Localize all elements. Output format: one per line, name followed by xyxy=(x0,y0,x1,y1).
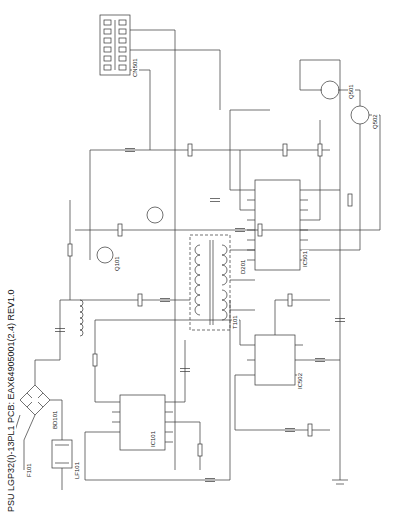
output-wires xyxy=(130,30,220,150)
connector-pin xyxy=(104,56,111,61)
capacitor-symbol xyxy=(125,149,135,152)
coil-winding xyxy=(222,245,227,285)
ic-pins xyxy=(112,402,173,442)
resistor-symbol xyxy=(308,424,312,436)
coil-winding xyxy=(80,300,83,336)
part-reference: F101 xyxy=(26,462,33,478)
capacitor-symbol xyxy=(235,229,245,232)
controller-ic xyxy=(255,180,300,270)
connector-pins xyxy=(104,20,126,70)
sheet-title: PSU LGP32(I)-13PL1 PCB: EAX64905001(2.4)… xyxy=(6,289,16,512)
part-reference: D201 xyxy=(240,259,247,275)
connector-pin xyxy=(104,47,111,52)
connector-pin xyxy=(104,20,111,25)
bus-wires xyxy=(70,90,380,470)
part-reference: IC501 xyxy=(302,250,309,268)
resistor-symbol xyxy=(198,444,202,456)
part-reference: IC502 xyxy=(297,372,304,390)
transformer xyxy=(190,235,230,330)
resistor-symbol xyxy=(318,144,322,156)
transistor-symbol xyxy=(351,106,369,124)
control-wires xyxy=(85,300,230,480)
connector-pin xyxy=(104,38,111,43)
input-wires xyxy=(50,400,62,490)
part-reference: Q501 xyxy=(348,83,355,100)
ic-pins xyxy=(247,190,308,260)
output-connector xyxy=(100,15,130,75)
connector-pin xyxy=(119,47,126,52)
passive-components xyxy=(55,144,352,482)
connector-pin xyxy=(119,65,126,70)
pfc-choke xyxy=(80,300,83,336)
connector-pin xyxy=(119,56,126,61)
connector-pin xyxy=(104,65,111,70)
connector-pin xyxy=(104,29,111,34)
connector-pin xyxy=(119,38,126,43)
resistor-symbol xyxy=(288,294,292,306)
connector-pin xyxy=(119,20,126,25)
mosfet-symbol xyxy=(147,207,163,223)
standby-wires xyxy=(300,60,380,250)
resistor-symbol xyxy=(93,354,97,366)
capacitor-symbol xyxy=(160,299,170,302)
part-reference: Q101 xyxy=(114,255,121,272)
resistor-symbol xyxy=(283,144,287,156)
transformer-core xyxy=(210,240,213,325)
resistor-symbol xyxy=(348,194,352,206)
input-wires xyxy=(12,360,60,470)
capacitor-symbol xyxy=(55,329,65,332)
part-reference: T101 xyxy=(232,314,239,330)
line-filter xyxy=(52,440,72,468)
pwm-controller-ic xyxy=(120,395,165,450)
capacitor-symbol xyxy=(180,369,190,372)
ground-rail xyxy=(332,60,348,484)
resistor-symbol xyxy=(188,144,192,156)
bridge-rectifier xyxy=(20,385,50,415)
regulator-ic xyxy=(255,335,295,385)
part-reference: CN501 xyxy=(132,57,139,78)
capacitor-symbol xyxy=(205,479,215,482)
resistor-symbol xyxy=(68,244,72,256)
control-wires xyxy=(230,110,360,250)
capacitor-symbol xyxy=(210,199,220,202)
secondary-wires xyxy=(230,250,255,310)
resistor-symbol xyxy=(138,294,142,306)
part-reference: LF101 xyxy=(74,461,81,480)
connector-divider xyxy=(115,20,116,70)
resistor-symbol xyxy=(118,224,122,236)
control-wires xyxy=(235,300,340,430)
coil-winding xyxy=(222,290,227,320)
mosfet-symbol xyxy=(97,247,113,263)
pfc-wire xyxy=(60,300,80,360)
part-reference: Q502 xyxy=(372,113,379,130)
capacitor-symbol xyxy=(335,319,345,322)
transformer-windings xyxy=(195,245,227,320)
connector-pin xyxy=(119,29,126,34)
part-reference: IC101 xyxy=(150,430,157,448)
diode-marks xyxy=(27,393,43,407)
capacitor-symbol xyxy=(315,359,325,362)
resistor-symbol xyxy=(258,224,262,236)
capacitor-symbol xyxy=(285,429,295,432)
coil-winding xyxy=(195,245,200,315)
filter-windings xyxy=(55,445,69,463)
transistor-symbol xyxy=(321,81,339,99)
part-reference: BD101 xyxy=(52,410,59,430)
